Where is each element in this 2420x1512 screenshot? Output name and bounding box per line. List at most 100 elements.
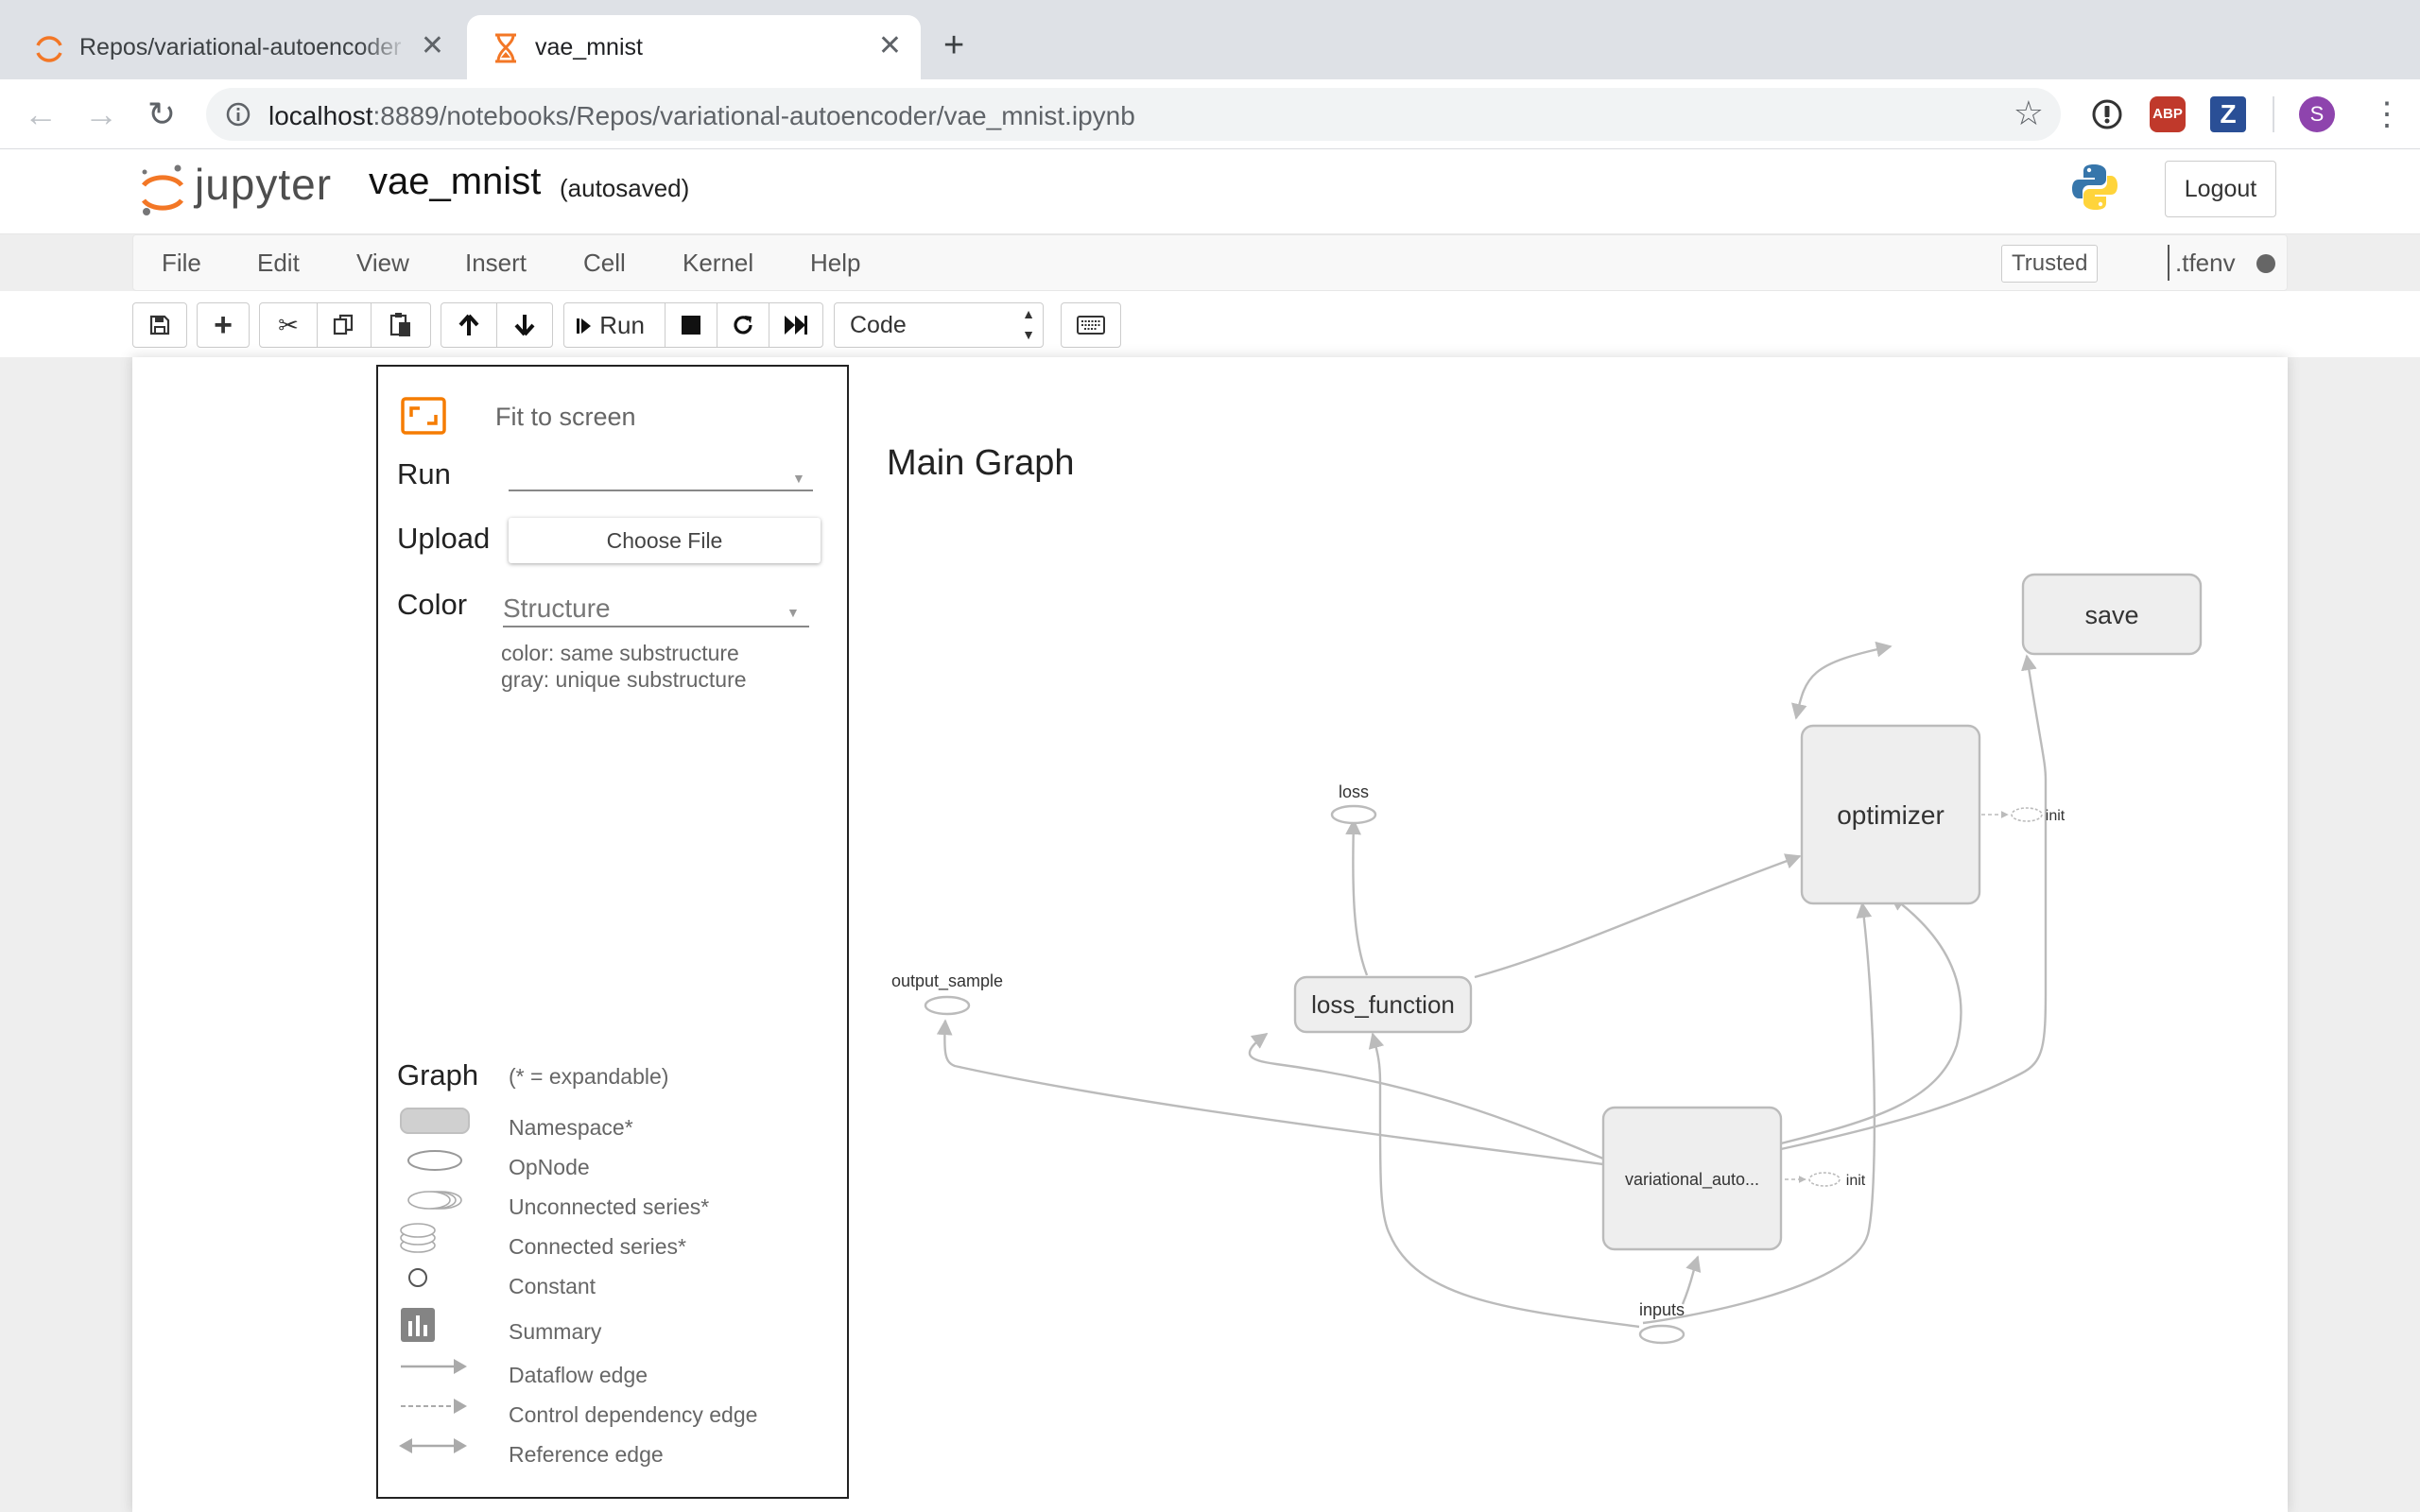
- color-hint-same: color: same substructure: [501, 641, 739, 665]
- dataflow-edge-legend-icon: [401, 1359, 467, 1374]
- address-bar[interactable]: localhost:8889/notebooks/Repos/variation…: [206, 88, 2061, 141]
- kernel-status-icon: [2256, 254, 2275, 273]
- profile-avatar[interactable]: S: [2299, 96, 2335, 132]
- insert-cell-button[interactable]: +: [197, 302, 250, 348]
- paste-button[interactable]: [371, 302, 431, 348]
- browser-tab-repos[interactable]: Repos/variational-autoencoder ✕: [0, 15, 463, 79]
- restart-button[interactable]: [717, 302, 769, 348]
- color-dropdown[interactable]: [503, 626, 809, 627]
- run-label: Run: [397, 457, 451, 490]
- legend-control-dependency-edge: Control dependency edge: [509, 1402, 758, 1427]
- reload-icon[interactable]: ↻: [147, 94, 177, 133]
- select-arrows-icon: ▲▼: [1022, 306, 1035, 342]
- close-tab-icon[interactable]: ✕: [420, 30, 444, 61]
- toolbar-divider: [2273, 96, 2274, 132]
- graph-node-optimizer-init[interactable]: init: [2011, 807, 2066, 824]
- legend-connected-series: Connected series*: [509, 1234, 686, 1259]
- jupyter-logo-icon[interactable]: [138, 163, 187, 219]
- forward-icon[interactable]: →: [84, 94, 118, 133]
- graph-node-loss[interactable]: loss: [1330, 782, 1377, 825]
- logout-button[interactable]: Logout: [2165, 161, 2276, 217]
- node-label-loss: loss: [1339, 782, 1369, 801]
- legend-namespace: Namespace*: [509, 1115, 633, 1140]
- graph-node-variational-autoencoder[interactable]: variational_auto...: [1601, 1106, 1783, 1251]
- graph-node-vae-init[interactable]: init: [1808, 1172, 1866, 1189]
- legend-reference-edge: Reference edge: [509, 1442, 664, 1467]
- kernel-name[interactable]: .tfenv: [2175, 249, 2236, 277]
- jupyter-wordmark: jupyter: [195, 160, 333, 209]
- adblock-icon[interactable]: ABP: [2150, 96, 2186, 132]
- fit-to-screen-icon[interactable]: [401, 397, 446, 435]
- move-up-button[interactable]: [441, 302, 497, 348]
- cut-button[interactable]: ✂: [259, 302, 318, 348]
- command-palette-button[interactable]: [1061, 302, 1121, 348]
- arrow-down-icon: [514, 315, 535, 336]
- color-dropdown-value[interactable]: Structure: [503, 593, 611, 623]
- graph-node-inputs[interactable]: inputs: [1638, 1300, 1685, 1345]
- color-label: Color: [397, 588, 468, 621]
- main-graph-canvas[interactable]: Main Graph save optimizer init: [851, 365, 2288, 1512]
- back-icon[interactable]: ←: [24, 94, 58, 133]
- graph-node-loss-function[interactable]: loss_function: [1293, 975, 1473, 1034]
- interrupt-button[interactable]: [665, 302, 717, 348]
- graph-node-optimizer[interactable]: optimizer: [1800, 724, 1981, 905]
- menu-file[interactable]: File: [162, 249, 201, 277]
- color-dropdown-arrow-icon: ▼: [786, 605, 800, 620]
- notebook-title[interactable]: vae_mnist: [369, 161, 542, 202]
- move-down-button[interactable]: [496, 302, 553, 348]
- menu-help[interactable]: Help: [810, 249, 861, 277]
- zotero-icon[interactable]: Z: [2210, 96, 2246, 132]
- copy-button[interactable]: [317, 302, 372, 348]
- graph-legend-title: Graph: [397, 1058, 479, 1091]
- menu-insert[interactable]: Insert: [465, 249, 527, 277]
- edge-inputs-loss-function: [1368, 1032, 1640, 1329]
- cell-type-select[interactable]: Code ▲▼: [834, 302, 1044, 348]
- menu-cell[interactable]: Cell: [583, 249, 626, 277]
- password-manager-icon[interactable]: [2091, 98, 2123, 130]
- menu-edit[interactable]: Edit: [257, 249, 300, 277]
- opnode-legend-icon: [407, 1150, 462, 1171]
- node-label-output-sample: output_sample: [891, 971, 1003, 991]
- close-tab-icon[interactable]: ✕: [877, 30, 902, 61]
- edge-loss-function-optimizer: [1474, 853, 1802, 979]
- reference-edge-legend-icon: [399, 1438, 467, 1453]
- node-label-save: save: [2084, 601, 2138, 629]
- fit-to-screen-label[interactable]: Fit to screen: [495, 403, 636, 431]
- paste-icon: [389, 313, 410, 336]
- jupyter-menubar: File Edit View Insert Cell Kernel Help T…: [132, 234, 2288, 291]
- graph-node-save[interactable]: save: [2021, 573, 2203, 656]
- run-button[interactable]: Run: [563, 302, 666, 348]
- constant-legend-icon: [408, 1268, 427, 1287]
- url-text: localhost:8889/notebooks/Repos/variation…: [268, 101, 1135, 130]
- edge-inputs-optimizer: [1642, 902, 1876, 1325]
- legend-summary: Summary: [509, 1319, 602, 1344]
- menu-kernel[interactable]: Kernel: [683, 249, 754, 277]
- save-icon: [149, 315, 170, 335]
- trusted-indicator[interactable]: Trusted: [2001, 245, 2099, 283]
- control-edges: [1785, 811, 2009, 1183]
- restart-run-all-button[interactable]: [769, 302, 823, 348]
- browser-menu-icon[interactable]: ⋮: [2371, 96, 2403, 132]
- edge-inputs-vae: [1681, 1255, 1702, 1305]
- new-tab-icon[interactable]: +: [943, 26, 965, 65]
- node-label-variational-autoencoder: variational_auto...: [1625, 1170, 1759, 1190]
- keyboard-icon: [1077, 316, 1105, 335]
- edge-loss-function-loss: [1345, 818, 1369, 976]
- graph-node-output-sample[interactable]: output_sample: [891, 971, 1003, 1016]
- graph-edges: [936, 641, 2048, 1329]
- bookmark-star-icon[interactable]: ☆: [2013, 94, 2044, 132]
- jupyter-header: jupyter vae_mnist (autosaved) Logout: [0, 149, 2420, 234]
- browser-toolbar: ← → ↻ localhost:8889/notebooks/Repos/var…: [0, 79, 2420, 149]
- browser-tab-strip: Repos/variational-autoencoder ✕ vae_mnis…: [0, 0, 2420, 79]
- legend-opnode: OpNode: [509, 1155, 590, 1179]
- save-button[interactable]: [132, 302, 187, 348]
- autosave-status: (autosaved): [560, 174, 690, 202]
- edge-vae-loss-function: [1248, 1033, 1604, 1160]
- plus-icon: +: [214, 307, 233, 343]
- control-dependency-edge-legend-icon: [401, 1399, 467, 1414]
- run-dropdown[interactable]: [509, 490, 813, 491]
- choose-file-button[interactable]: Choose File: [509, 518, 821, 563]
- menu-view[interactable]: View: [356, 249, 409, 277]
- graph-title: Main Graph: [887, 443, 1075, 483]
- browser-tab-vae-mnist[interactable]: vae_mnist ✕: [467, 15, 921, 79]
